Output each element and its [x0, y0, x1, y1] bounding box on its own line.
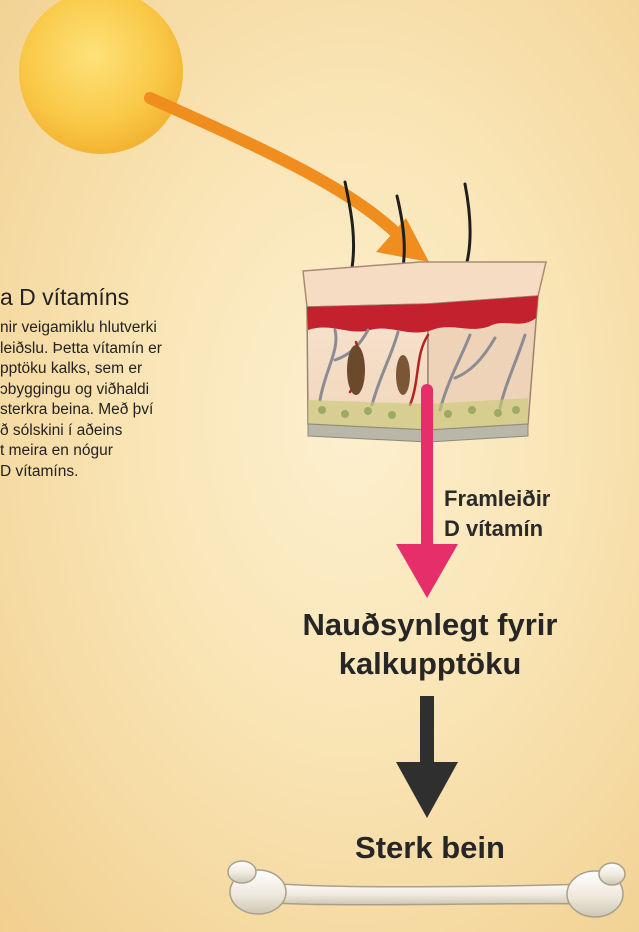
- article-body-line: ð sólskini í aðeins: [0, 421, 265, 442]
- needed-label-line: Nauðsynlegt fyrir: [250, 605, 610, 644]
- produces-vitamin-d-label: Framleiðir D vítamín: [444, 484, 550, 544]
- sun-icon: [19, 0, 183, 154]
- article-body-line: pptöku kalks, sem er: [0, 359, 265, 380]
- article-body-line: t meira en nógur: [0, 441, 265, 462]
- article-body: nir veigamiklu hlutverki leiðslu. Þetta …: [0, 318, 265, 482]
- produces-label-line: Framleiðir: [444, 484, 550, 514]
- sunlight-arrow: [150, 98, 429, 262]
- strong-bones-label: Sterk bein: [300, 830, 560, 866]
- produces-label-line: D vítamín: [444, 514, 550, 544]
- bone-icon: [228, 861, 625, 917]
- article-body-line: D vítamíns.: [0, 462, 265, 483]
- needed-label-line: kalkupptöku: [250, 644, 610, 683]
- article-heading: a D vítamíns: [0, 284, 260, 311]
- article-body-line: nir veigamiklu hlutverki: [0, 318, 265, 339]
- calcium-uptake-label: Nauðsynlegt fyrir kalkupptöku: [250, 605, 610, 683]
- article-body-line: ɔbyggingu og viðhaldi: [0, 380, 265, 401]
- article-body-line: leiðslu. Þetta vítamín er: [0, 339, 265, 360]
- result-arrow: [396, 696, 458, 818]
- article-body-line: sterkra beina. Með því: [0, 400, 265, 421]
